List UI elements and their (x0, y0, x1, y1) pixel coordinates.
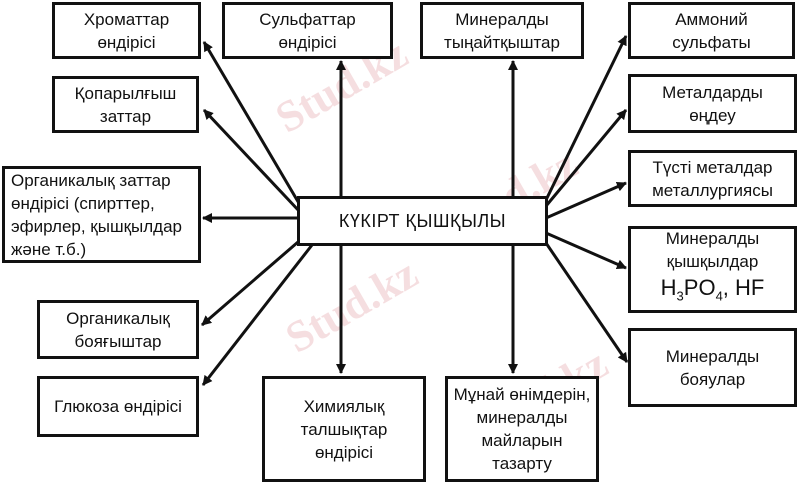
arrow-mineral-paints (544, 242, 629, 363)
label: заттар (99, 106, 152, 126)
label: өндірісі (278, 32, 337, 52)
formula-sub: 3 (676, 288, 684, 304)
label: Органикалық (66, 308, 170, 328)
formula-rest: , HF (722, 275, 765, 301)
formula-sub: 4 (715, 288, 723, 304)
label: өндірісі (314, 442, 374, 462)
arrow-chromates (202, 41, 302, 206)
label: өндірісі (спирттер, (11, 193, 155, 213)
label: тыңайтқыштар (444, 32, 560, 52)
box-explosives: Қопарылғыш заттар (52, 76, 199, 133)
box-ammonium: Аммоний сульфаты (628, 2, 795, 59)
label: өндірісі (97, 32, 156, 52)
box-dyes: Органикалық бояғыштар (37, 300, 199, 359)
label: талшықтар (300, 419, 388, 439)
box-mineral-paints: Минералды бояулар (628, 328, 797, 407)
label: Металдарды (662, 82, 763, 102)
arrow-mineral-acids (545, 231, 627, 270)
label: Минералды (665, 229, 760, 249)
label: металлургиясы (652, 180, 773, 200)
label: сульфаты (672, 32, 751, 52)
formula-po: PO (683, 275, 716, 301)
label: тазарту (492, 454, 552, 473)
label: өңдеу (689, 105, 736, 125)
label: майларын (481, 431, 563, 450)
label: бояулар (679, 369, 746, 389)
label: эфирлер, қышқылдар (11, 216, 183, 236)
label: Қопарылғыш (74, 83, 177, 103)
formula: H3PO4, HF (661, 273, 765, 311)
label: қышқылдар (666, 252, 759, 272)
label: Сульфаттар (259, 9, 356, 29)
label: Мұнай өнімдерін, (453, 385, 591, 404)
label: Хроматтар (83, 9, 170, 29)
label: Түсті металдар (652, 157, 773, 177)
arrow-dyes (201, 240, 299, 327)
label: Химиялық (303, 396, 385, 416)
arrow-explosives (202, 108, 302, 214)
label: және т.б.) (11, 239, 87, 259)
box-sulfates: Сульфаттар өндірісі (222, 2, 393, 59)
box-chromates: Хроматтар өндірісі (52, 2, 201, 59)
arrow-ammonium (544, 35, 628, 201)
box-fertilizers: Минералды тыңайтқыштар (420, 2, 584, 59)
formula-h: H (660, 275, 677, 301)
box-fibers: Химиялық талшықтар өндірісі (262, 376, 426, 482)
label: Глюкоза өндірісі (54, 397, 182, 416)
label: Органикалық заттар (11, 170, 171, 190)
arrow-nonferrous (545, 181, 627, 220)
box-glucose: Глюкоза өндірісі (37, 376, 199, 437)
box-nonferrous: Түсті металдар металлургиясы (628, 150, 797, 207)
label: Минералды (455, 9, 549, 29)
box-organic: Органикалық заттар өндірісі (спирттер, эфи… (2, 166, 201, 263)
label: бояғыштар (74, 331, 162, 351)
center-label: КҮКІРТ ҚЫШҚЫЛЫ (338, 210, 507, 231)
box-metal-processing: Металдарды өңдеу (628, 74, 797, 133)
arrow-glucose (201, 244, 314, 386)
box-oil: Мұнай өнімдерін, минералды майларын тазарту (445, 376, 599, 482)
label: Минералды (665, 346, 760, 366)
label: Аммоний (675, 9, 748, 29)
center-box: КҮКІРТ ҚЫШҚЫЛЫ (297, 196, 548, 246)
arrow-metal-processing (544, 109, 628, 207)
label: минералды (476, 408, 568, 427)
